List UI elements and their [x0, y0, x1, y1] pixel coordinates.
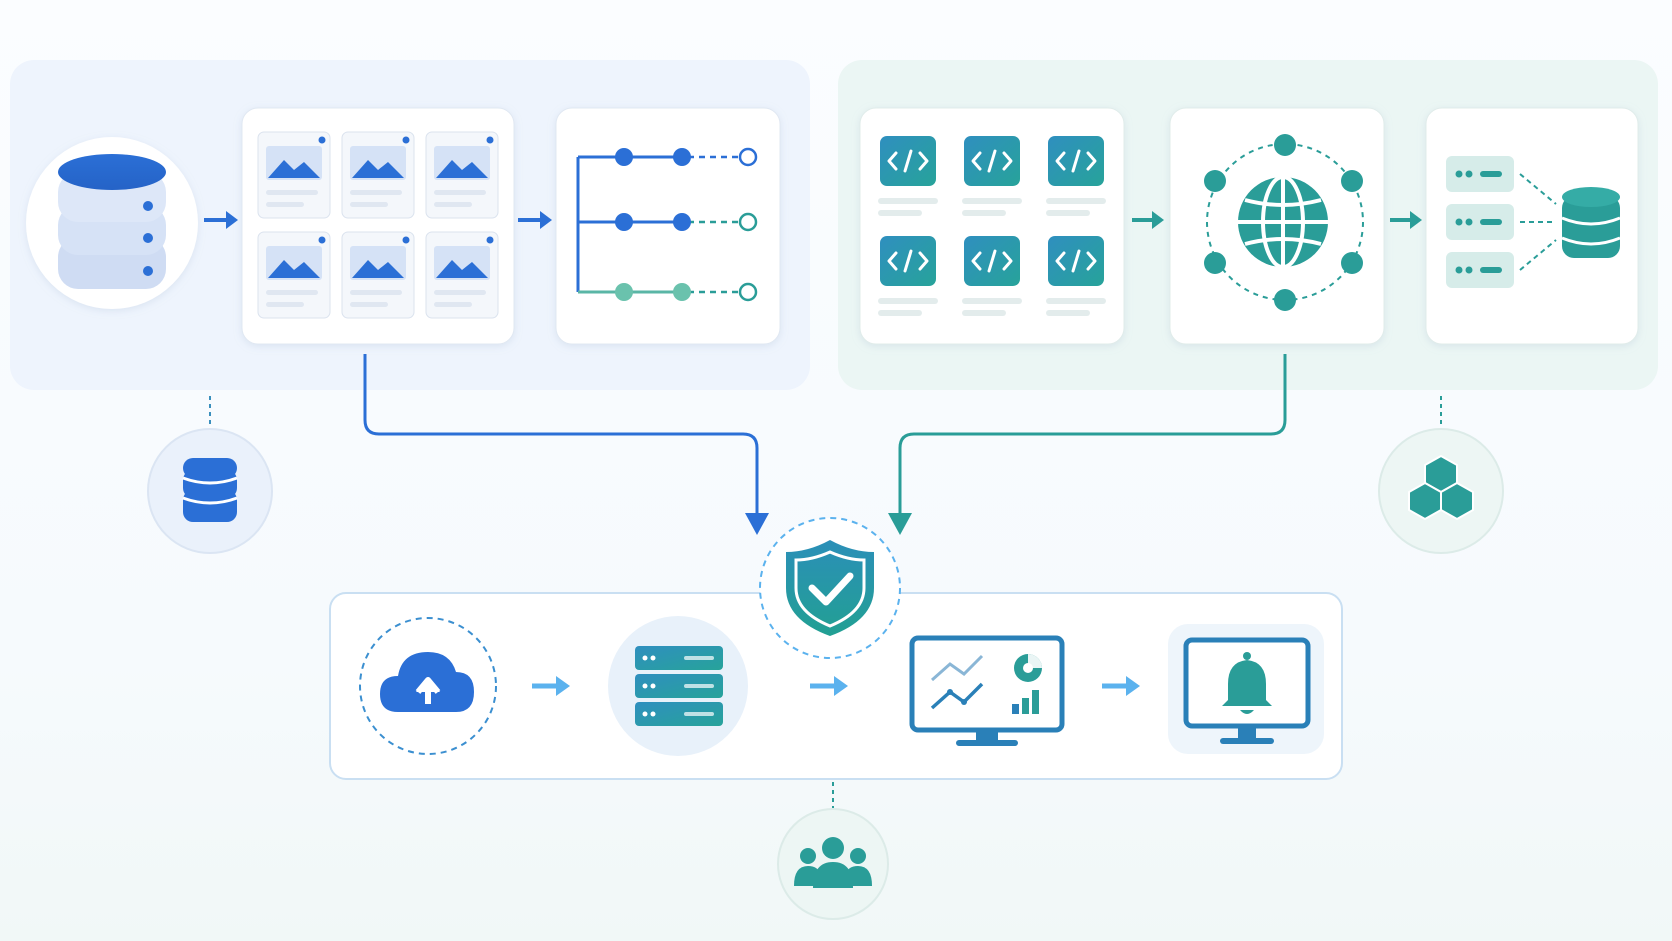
flow-arrow [1102, 676, 1140, 696]
security-shield-icon [786, 540, 874, 636]
flow-arrow [204, 211, 238, 229]
connector-left-to-security [363, 354, 769, 535]
code-tile [1046, 136, 1106, 216]
image-thumbnail [425, 131, 499, 219]
cubes-icon [1408, 455, 1474, 520]
network-globe-icon [1204, 134, 1364, 311]
image-thumbnail [257, 231, 331, 319]
notification-monitor-icon [1183, 637, 1311, 744]
cloud-upload-node [359, 617, 497, 755]
image-gallery-card [241, 107, 515, 345]
code-tile [962, 136, 1022, 216]
tree-branch-card [555, 107, 781, 345]
deployment-pipeline-panel [329, 592, 1343, 780]
image-thumbnail [341, 131, 415, 219]
data-storage-card [1425, 107, 1639, 345]
server-rack-node [608, 616, 748, 756]
flow-arrow [532, 676, 570, 696]
connector-right-to-security [888, 354, 1287, 535]
analytics-monitor-node [909, 635, 1065, 746]
code-snippets-card [859, 107, 1125, 345]
code-snippets-icon [878, 136, 1106, 316]
database-node [147, 428, 273, 554]
server-rack-icon [635, 646, 723, 726]
data-storage-icon [1446, 156, 1621, 288]
network-globe-card [1169, 107, 1385, 345]
code-tile [1046, 236, 1106, 316]
flow-arrow [810, 676, 848, 696]
database-icon [26, 137, 198, 309]
image-thumbnail [341, 231, 415, 319]
users-icon [794, 837, 872, 888]
flow-arrow [1390, 211, 1422, 229]
analytics-monitor-icon [909, 635, 1065, 746]
notification-monitor-node [1168, 624, 1324, 754]
code-tile [878, 236, 938, 316]
image-thumbnail [425, 231, 499, 319]
image-thumbnail [257, 131, 331, 219]
flow-arrow [518, 211, 552, 229]
cloud-upload-icon [380, 652, 474, 712]
users-node [777, 808, 889, 920]
code-tile [878, 136, 938, 216]
right-pipeline-panel [838, 60, 1658, 390]
image-gallery-icon [257, 131, 499, 319]
cubes-node [1378, 428, 1504, 554]
flow-arrow [1132, 211, 1164, 229]
database-icon [182, 458, 238, 522]
left-pipeline-panel [10, 60, 810, 390]
code-tile [962, 236, 1022, 316]
security-shield-node [759, 517, 901, 659]
tree-branch-icon [576, 147, 758, 302]
